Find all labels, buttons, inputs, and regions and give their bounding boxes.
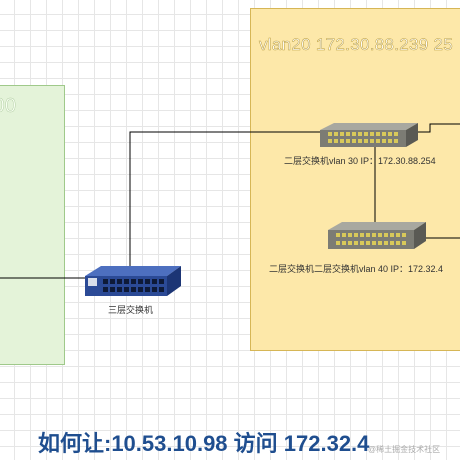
core-switch-icon[interactable] xyxy=(85,262,183,300)
switch2-icon[interactable] xyxy=(328,218,428,252)
switch2-label: 二层交换机二层交换机vlan 40 IP：172.32.4 xyxy=(269,264,444,274)
link-core-to-switch1 xyxy=(129,131,330,270)
watermark: @稀土掘金技术社区 xyxy=(368,445,441,454)
switch1-icon[interactable] xyxy=(320,120,420,150)
left-vlan-zone xyxy=(0,85,65,365)
right-vlan-zone xyxy=(250,8,460,351)
right-zone-title: vlan20 172.30.88.239 25 xyxy=(259,35,454,55)
switch1-label: 二层交换机vlan 30 IP：172.30.88.254 xyxy=(284,156,436,166)
caption-question: 如何让:10.53.10.98 访问 172.32.4 xyxy=(38,431,370,456)
link-switch1-out xyxy=(412,123,460,133)
core-switch-label: 三层交换机 xyxy=(108,305,154,315)
left-zone-title: 200 xyxy=(0,95,17,117)
